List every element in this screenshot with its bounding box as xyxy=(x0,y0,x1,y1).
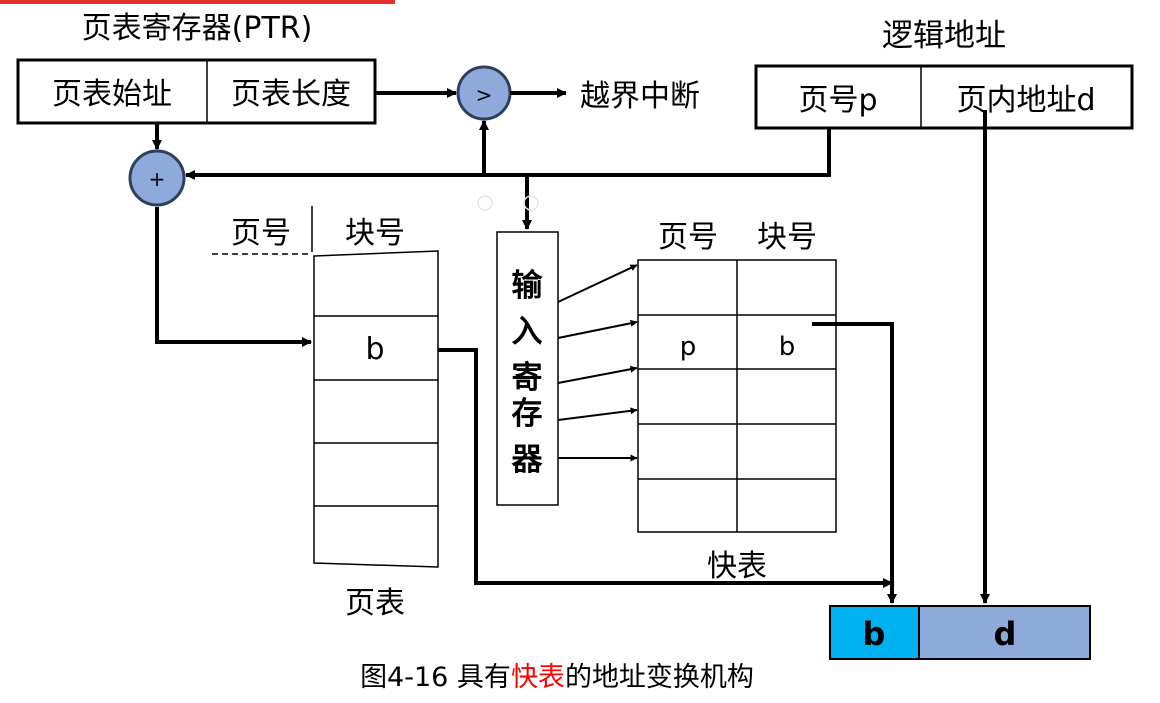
adder-symbol: + xyxy=(149,167,166,191)
caption-highlight: 快表 xyxy=(511,662,565,693)
figure-caption: 图4-16 具有快表的地址变换机构 xyxy=(360,662,754,693)
logical-address-box xyxy=(754,64,1134,130)
page-to-adder-arrow xyxy=(185,128,831,180)
input-register-char: 输 xyxy=(512,268,544,304)
register-to-tlb-arrow xyxy=(557,407,638,421)
input-register-char: 入 xyxy=(512,314,543,350)
adder-to-page-table-arrow xyxy=(155,207,312,347)
ptr-title: 页表寄存器(PTR) xyxy=(82,11,313,46)
physical-block-cell xyxy=(829,605,920,660)
top-accent-bar xyxy=(0,0,395,4)
ptr-box xyxy=(16,58,377,125)
register-to-tlb-arrow xyxy=(557,319,638,339)
ptr-start-label: 页表始址 xyxy=(52,77,172,112)
input-register-char: 器 xyxy=(511,442,544,478)
register-to-tlb-arrow xyxy=(557,365,638,384)
physical-block-label: b xyxy=(863,615,886,653)
page-table-entry-b: b xyxy=(365,332,384,367)
faint-artifact xyxy=(477,195,493,211)
page-table-box xyxy=(313,250,439,568)
tlb-block-header: 块号 xyxy=(757,220,817,255)
physical-offset-label: d xyxy=(994,615,1017,653)
tlb-row-block: b xyxy=(779,332,796,362)
adder-circle xyxy=(128,149,186,207)
page-offset-label: 页内地址d xyxy=(956,83,1095,118)
page-table-caption: 页表 xyxy=(345,586,405,621)
page-table-block-header: 块号 xyxy=(345,216,405,251)
tlb-row-page: p xyxy=(680,332,697,362)
faint-artifact xyxy=(523,195,539,211)
page-table-to-physical-arrow xyxy=(438,348,893,588)
physical-offset-cell xyxy=(918,605,1091,660)
tlb-page-header: 页号 xyxy=(658,220,718,255)
input-register-char: 寄 xyxy=(512,360,543,396)
input-register-box xyxy=(496,231,559,506)
comparator-symbol: > xyxy=(476,83,493,107)
register-to-tlb-arrow xyxy=(557,264,638,303)
tlb-caption: 快表 xyxy=(707,549,767,584)
caption-suffix: 的地址变换机构 xyxy=(565,662,754,693)
page-table-page-header: 页号 xyxy=(231,216,291,251)
ptr-length-label: 页表长度 xyxy=(231,77,351,112)
overflow-interrupt-label: 越界中断 xyxy=(580,79,700,114)
page-number-label: 页号p xyxy=(798,83,877,118)
input-register-char: 存 xyxy=(512,396,543,432)
tlb-to-physical-arrow xyxy=(812,322,897,604)
caption-prefix: 图4-16 具有 xyxy=(360,662,511,693)
logical-address-title: 逻辑地址 xyxy=(882,18,1006,54)
